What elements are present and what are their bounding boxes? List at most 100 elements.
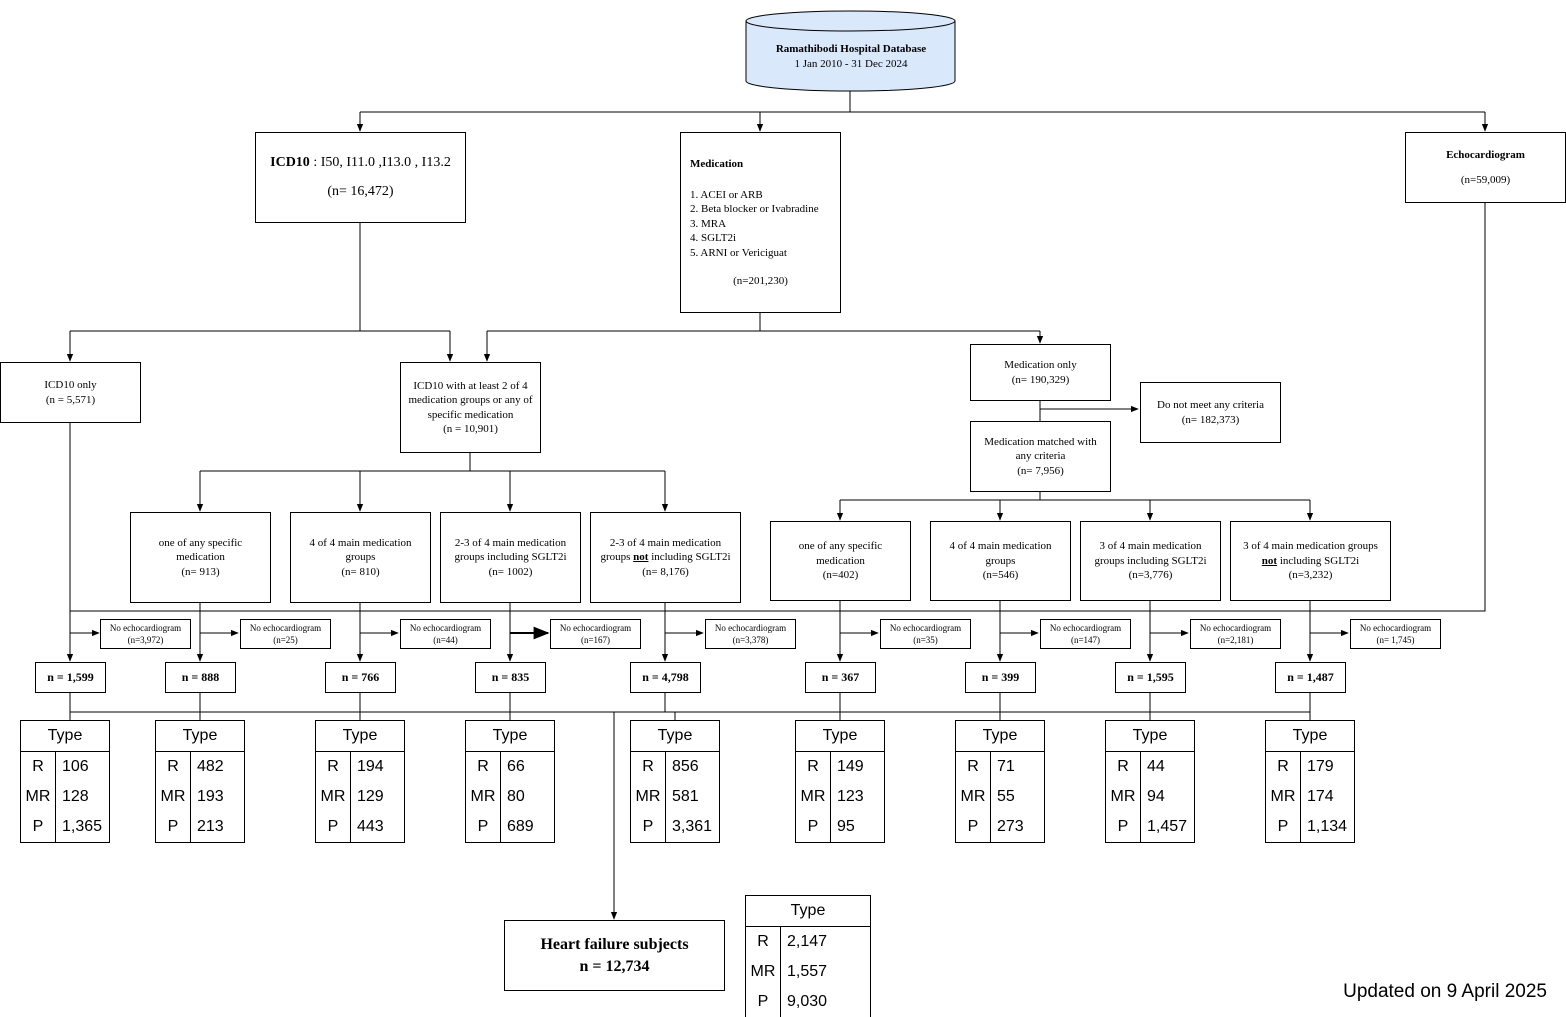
- medication-matched-box: Medication matched with any criteria (n=…: [970, 421, 1111, 492]
- n-count-box: n = 766: [325, 662, 396, 693]
- type-table-header: Type: [1105, 720, 1195, 752]
- type-label: MR: [155, 782, 191, 812]
- type-value: 55: [990, 782, 1045, 812]
- type-value: 213: [190, 812, 245, 843]
- type-label: R: [630, 751, 666, 782]
- group-box: 3 of 4 main medication groups not includ…: [1230, 521, 1391, 601]
- type-table-header: Type: [1265, 720, 1355, 752]
- group-count: (n= 913): [181, 565, 220, 578]
- n-count-box: n = 888: [165, 662, 236, 693]
- group-count: (n= 8,176): [642, 565, 689, 578]
- no-echo-count: (n=147): [1070, 635, 1101, 645]
- not-emphasis: not: [1261, 554, 1278, 567]
- no-echo-label: No echocardiogram: [1199, 623, 1272, 633]
- no-echo-box: No echocardiogram(n=167): [550, 619, 641, 649]
- updated-note: Updated on 9 April 2025: [1343, 981, 1547, 1002]
- type-value: 9,030: [780, 987, 871, 1017]
- group-label: one of any specific medication: [798, 540, 883, 567]
- no-echo-count: (n= 1,745): [1376, 635, 1415, 645]
- no-echo-count: (n=35): [913, 635, 938, 645]
- medication-only-box: Medication only (n= 190,329): [970, 344, 1111, 401]
- type-label: P: [745, 987, 781, 1017]
- no-echo-label: No echocardiogram: [249, 623, 322, 633]
- database-cylinder: [745, 10, 956, 92]
- group-label: one of any specific medication: [158, 536, 243, 564]
- type-table-header: Type: [315, 720, 405, 752]
- group-count: (n=402): [822, 569, 859, 582]
- type-label: P: [315, 812, 351, 843]
- group-label: 4 of 4 main medication groups: [309, 536, 412, 564]
- type-table-header: Type: [795, 720, 885, 752]
- no-echo-box: No echocardiogram(n= 1,745): [1350, 619, 1441, 649]
- n-count-box: n = 835: [475, 662, 546, 693]
- type-value: 128: [55, 782, 110, 812]
- no-echo-count: (n=3,972): [127, 635, 164, 645]
- not-meet-criteria-box: Do not meet any criteria (n= 182,373): [1140, 382, 1281, 443]
- group-count: (n=546): [982, 569, 1019, 582]
- type-label: P: [465, 812, 501, 843]
- type-label: MR: [1105, 782, 1141, 812]
- echocardiogram-title: Echocardiogram: [1446, 149, 1525, 161]
- icd10-only-box: ICD10 only (n = 5,571): [0, 362, 141, 423]
- n-count-box: n = 1,595: [1115, 662, 1186, 693]
- group-box: 3 of 4 main medication groups including …: [1080, 521, 1221, 601]
- type-value: 174: [1300, 782, 1355, 812]
- echocardiogram-count: (n=59,009): [1460, 173, 1511, 186]
- type-value: 689: [500, 812, 555, 843]
- type-table-header: Type: [745, 895, 871, 927]
- icd10-only-label: ICD10 only: [44, 379, 97, 391]
- type-value: 95: [830, 812, 885, 843]
- group-count: (n=3,776): [1128, 569, 1173, 582]
- type-label: MR: [955, 782, 991, 812]
- medication-box: Medication 1. ACEI or ARB 2. Beta blocke…: [680, 132, 841, 313]
- no-echo-box: No echocardiogram(n=25): [240, 619, 331, 649]
- type-label: R: [745, 926, 781, 957]
- group-label: 4 of 4 main medication groups: [949, 540, 1052, 567]
- no-echo-label: No echocardiogram: [714, 623, 787, 633]
- type-label: P: [1265, 812, 1301, 843]
- type-label: R: [155, 751, 191, 782]
- heart-failure-box: Heart failure subjects n = 12,734: [504, 920, 725, 991]
- group-box: 2-3 of 4 main medication groups includin…: [440, 512, 581, 603]
- medication-item: 5. ARNI or Vericiguat: [690, 246, 787, 259]
- n-count-box: n = 1,487: [1275, 662, 1346, 693]
- type-label: MR: [20, 782, 56, 812]
- n-count-box: n = 1,599: [35, 662, 106, 693]
- no-echo-count: (n=3,378): [732, 635, 769, 645]
- icd10-codes: : I50, I11.0 ,I13.0 , I13.2: [309, 155, 451, 170]
- n-count-box: n = 367: [805, 662, 876, 693]
- type-value: 1,557: [780, 957, 871, 987]
- type-value: 94: [1140, 782, 1195, 812]
- n-count-box: n = 399: [965, 662, 1036, 693]
- icd10-with-medication-box: ICD10 with at least 2 of 4 medication gr…: [400, 362, 541, 453]
- n-count-box: n = 4,798: [630, 662, 701, 693]
- no-echo-box: No echocardiogram (n=3,378): [705, 619, 796, 649]
- group-label: 3 of 4 main medication groups including …: [1094, 540, 1207, 567]
- group-box: one of any specific medication (n=402): [770, 521, 911, 601]
- type-value: 856: [665, 751, 720, 782]
- type-value: 194: [350, 751, 405, 782]
- type-value: 3,361: [665, 812, 720, 843]
- group-box: 4 of 4 main medication groups (n=546): [930, 521, 1071, 601]
- type-table-header: Type: [955, 720, 1045, 752]
- group-box: 4 of 4 main medication groups (n= 810): [290, 512, 431, 603]
- group-box: one of any specific medication (n= 913): [130, 512, 271, 603]
- no-echo-count: (n=44): [433, 635, 458, 645]
- database-dates: 1 Jan 2010 - 31 Dec 2024: [794, 58, 908, 70]
- icd10-with-medication-label: ICD10 with at least 2 of 4 medication gr…: [408, 379, 533, 421]
- group-count: (n= 810): [341, 565, 380, 578]
- type-label: MR: [745, 957, 781, 987]
- type-label: MR: [315, 782, 351, 812]
- heart-failure-title: Heart failure subjects: [540, 935, 689, 953]
- type-table-header: Type: [20, 720, 110, 752]
